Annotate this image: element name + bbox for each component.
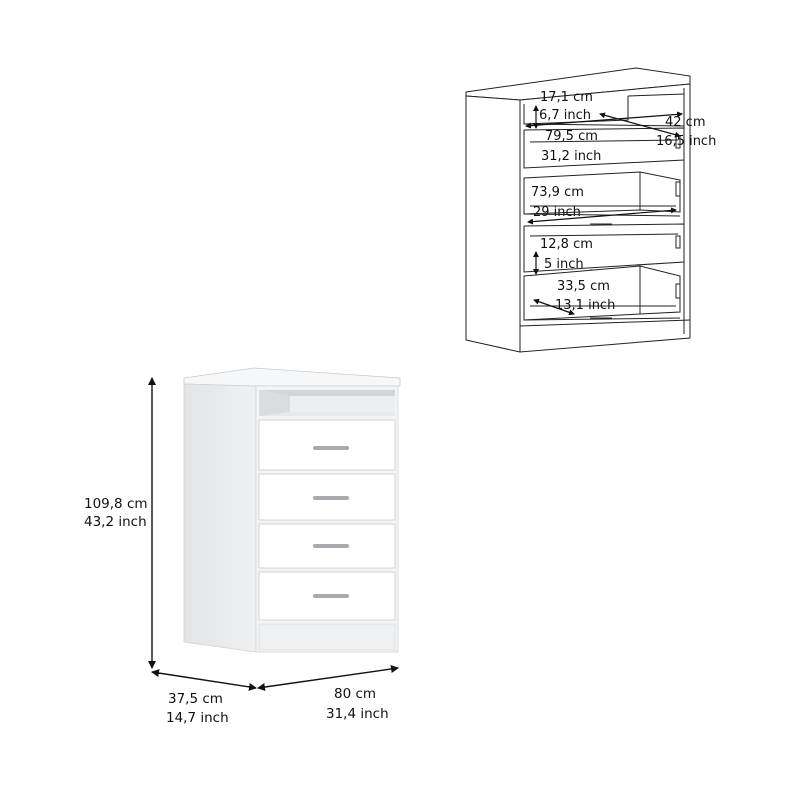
width-dimension-line xyxy=(257,665,399,691)
dresser-top xyxy=(183,367,401,387)
drawer-3-handle xyxy=(313,544,349,548)
shelf-height-cm-label: 17,1 cm xyxy=(540,90,593,105)
drawer-width-line xyxy=(527,207,677,225)
shelf-height-inch-label: 6,7 inch xyxy=(539,108,591,123)
width-inch-label: 31,4 inch xyxy=(326,706,389,722)
shelf-width-line xyxy=(525,111,683,129)
height-inch-label: 43,2 inch xyxy=(84,514,147,530)
drawer-2 xyxy=(258,473,396,521)
drawer-width-inch-label: 29 inch xyxy=(533,205,581,220)
drawer-depth-inch-label: 13,1 inch xyxy=(555,298,615,313)
drawer-4-handle xyxy=(313,594,349,598)
dresser-side-panel xyxy=(183,383,257,653)
drawing-side xyxy=(465,95,521,353)
drawer-height-cm-label: 12,8 cm xyxy=(540,237,593,252)
drawer-depth-line xyxy=(533,298,575,316)
drawer-depth-cm-label: 33,5 cm xyxy=(557,279,610,294)
drawing-dimension-lines xyxy=(525,105,683,316)
drawer-3 xyxy=(258,523,396,569)
shelf-width-cm-label: 79,5 cm xyxy=(545,129,598,144)
inner-depth-inch-label: 16,5 inch xyxy=(656,134,716,149)
width-cm-label: 80 cm xyxy=(334,686,376,702)
inner-depth-cm-label: 42 cm xyxy=(665,115,706,130)
dresser-plinth xyxy=(258,623,396,651)
photo-dimension-lines xyxy=(148,377,399,691)
drawer-height-inch-label: 5 inch xyxy=(544,257,584,272)
drawer-4 xyxy=(258,571,396,621)
dresser-photo xyxy=(183,367,401,653)
drawer-2-handle xyxy=(313,496,349,500)
depth-inch-label: 14,7 inch xyxy=(166,710,229,726)
depth-dimension-line xyxy=(151,669,257,691)
depth-cm-label: 37,5 cm xyxy=(168,691,223,707)
height-cm-label: 109,8 cm xyxy=(84,496,148,512)
drawer-1-handle xyxy=(313,446,349,450)
shelf-width-inch-label: 31,2 inch xyxy=(541,149,601,164)
drawer-1 xyxy=(258,419,396,471)
drawer-width-cm-label: 73,9 cm xyxy=(531,185,584,200)
